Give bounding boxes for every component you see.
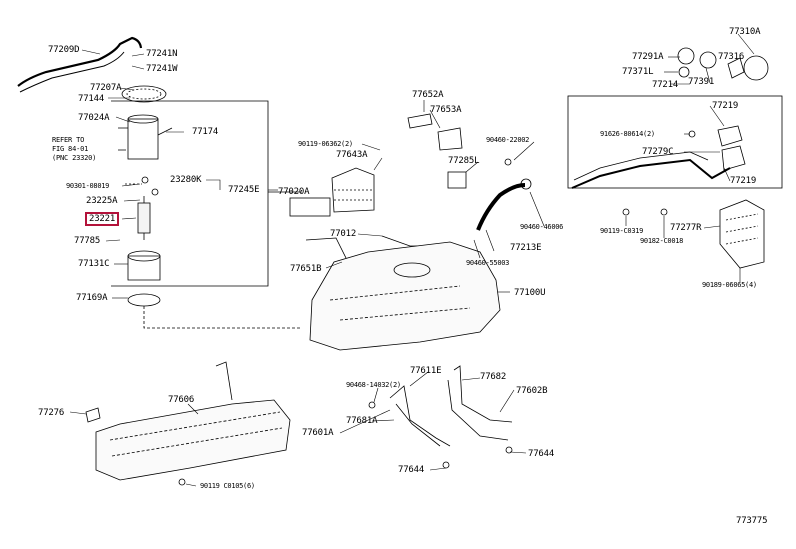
part-77602b-strap bbox=[453, 365, 513, 423]
pump-assembly-frame bbox=[111, 100, 269, 287]
diagram-code: 773775 bbox=[736, 516, 768, 526]
label-77100u[interactable]: 77100U bbox=[514, 288, 546, 298]
label-77241w[interactable]: 77241W bbox=[146, 64, 178, 74]
part-77020a-bracket bbox=[289, 197, 331, 217]
label-90119-c0105[interactable]: 90119 C0105(6) bbox=[200, 482, 255, 490]
part-77643a-cover bbox=[331, 167, 375, 213]
label-77652a[interactable]: 77652A bbox=[412, 90, 444, 100]
part-23221-fuel-pump bbox=[137, 202, 151, 234]
label-90460-46006[interactable]: 90460-46006 bbox=[520, 223, 564, 231]
label-77209d[interactable]: 77209D bbox=[48, 45, 80, 55]
label-77144[interactable]: 77144 bbox=[78, 94, 105, 104]
label-77291a[interactable]: 77291A bbox=[632, 52, 664, 62]
label-77131c[interactable]: 77131C bbox=[78, 259, 110, 269]
label-77214[interactable]: 77214 bbox=[652, 80, 679, 90]
label-77279c[interactable]: 77279C bbox=[642, 147, 674, 157]
label-77245e[interactable]: 77245E bbox=[228, 185, 260, 195]
label-77316[interactable]: 77316 bbox=[718, 52, 745, 62]
filler-pipe-frame bbox=[567, 95, 783, 189]
label-90119-c0319[interactable]: 90119-C0319 bbox=[600, 227, 644, 235]
label-77602b[interactable]: 77602B bbox=[516, 386, 548, 396]
part-77606-protector bbox=[95, 399, 291, 481]
part-77601a-strap bbox=[389, 385, 451, 447]
label-77644-b[interactable]: 77644 bbox=[528, 449, 555, 459]
label-77219-bottom[interactable]: 77219 bbox=[730, 176, 757, 186]
label-90301-08019[interactable]: 90301-08019 bbox=[66, 182, 110, 190]
part-77169a-gasket bbox=[127, 293, 161, 307]
part-77214-filler-pipe bbox=[571, 158, 731, 189]
part-77209d-hose bbox=[17, 36, 143, 87]
part-77131c-filter bbox=[127, 255, 161, 281]
label-77310a[interactable]: 77310A bbox=[729, 27, 761, 37]
label-77024a[interactable]: 77024A bbox=[78, 113, 110, 123]
label-23280k[interactable]: 23280K bbox=[170, 175, 202, 185]
label-77174[interactable]: 77174 bbox=[192, 127, 219, 137]
label-77207a[interactable]: 77207A bbox=[90, 83, 122, 93]
refer-note[interactable]: REFER TO FIG 84-01 (PNC 23320) bbox=[52, 136, 97, 162]
label-77785[interactable]: 77785 bbox=[74, 236, 101, 246]
label-77601a[interactable]: 77601A bbox=[302, 428, 334, 438]
part-77174-pump-head bbox=[127, 118, 159, 160]
part-77310a-cap bbox=[743, 55, 769, 81]
label-77169a[interactable]: 77169A bbox=[76, 293, 108, 303]
label-77611e[interactable]: 77611E bbox=[410, 366, 442, 376]
label-77391[interactable]: 77391 bbox=[688, 77, 715, 87]
label-77681a[interactable]: 77681A bbox=[346, 416, 378, 426]
label-77371l[interactable]: 77371L bbox=[622, 67, 654, 77]
label-77219-top[interactable]: 77219 bbox=[712, 101, 739, 111]
label-23225a[interactable]: 23225A bbox=[86, 196, 118, 206]
label-77241n[interactable]: 77241N bbox=[146, 49, 178, 59]
part-77213e-hose bbox=[476, 183, 526, 231]
label-90189-06065[interactable]: 90189-06065(4) bbox=[702, 281, 757, 289]
label-77651b[interactable]: 77651B bbox=[290, 264, 322, 274]
label-90460-22002[interactable]: 90460-22002 bbox=[486, 136, 530, 144]
label-90460-55003[interactable]: 90460-55003 bbox=[466, 259, 510, 267]
part-77207a-ring bbox=[121, 85, 167, 103]
label-77682[interactable]: 77682 bbox=[480, 372, 507, 382]
label-77213e[interactable]: 77213E bbox=[510, 243, 542, 253]
label-77276[interactable]: 77276 bbox=[38, 408, 65, 418]
label-77277r[interactable]: 77277R bbox=[670, 223, 702, 233]
label-77643a[interactable]: 77643A bbox=[336, 150, 368, 160]
label-77606[interactable]: 77606 bbox=[168, 395, 195, 405]
label-91626-80614[interactable]: 91626-80614(2) bbox=[600, 130, 655, 138]
label-77653a[interactable]: 77653A bbox=[430, 105, 462, 115]
part-77277r-shield bbox=[719, 199, 765, 269]
label-90182-c0018[interactable]: 90182-C0018 bbox=[640, 237, 684, 245]
label-90468-14032[interactable]: 90468-14032(2) bbox=[346, 381, 401, 389]
part-77100u-fuel-tank bbox=[309, 241, 501, 351]
label-23221-highlighted[interactable]: 23221 bbox=[85, 212, 120, 226]
label-77012[interactable]: 77012 bbox=[330, 229, 357, 239]
label-77285l[interactable]: 77285L bbox=[448, 156, 480, 166]
label-90119-06362[interactable]: 90119-06362(2) bbox=[298, 140, 353, 148]
label-77644-a[interactable]: 77644 bbox=[398, 465, 425, 475]
label-77020a[interactable]: 77020A bbox=[278, 187, 310, 197]
